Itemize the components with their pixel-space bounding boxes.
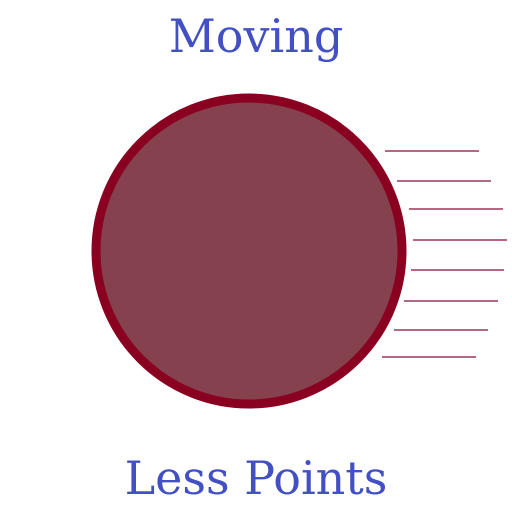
motion-lines — [382, 150, 507, 358]
top-caption: Moving — [168, 9, 344, 63]
bottom-caption: Less Points — [124, 451, 388, 505]
moving-circle — [91, 93, 407, 409]
